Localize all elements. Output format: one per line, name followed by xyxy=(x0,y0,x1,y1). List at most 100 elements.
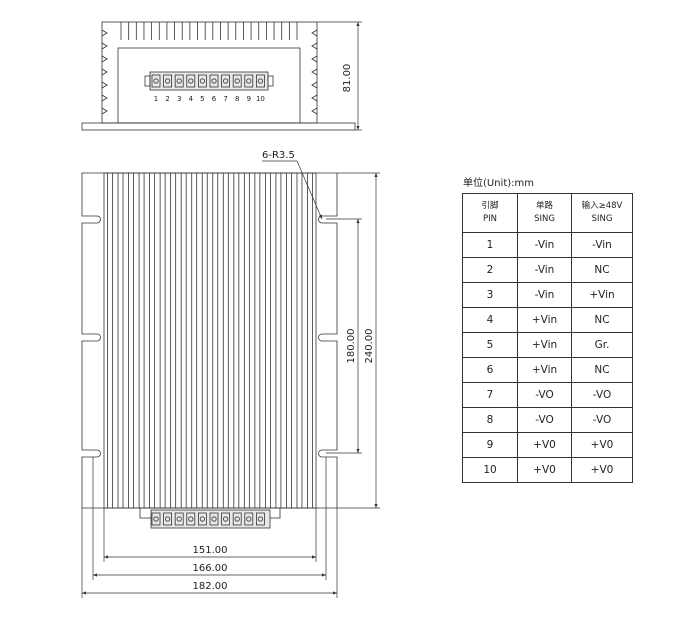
pin-single-cell: +V0 xyxy=(517,457,572,483)
header-input-48v-cn: 输入≥48V xyxy=(581,201,623,211)
side-notch-left xyxy=(101,55,108,63)
side-notch-right xyxy=(311,29,318,37)
header-pin: 引脚 PIN xyxy=(462,193,518,233)
top-connector-screw xyxy=(211,78,217,84)
dim-166-label: 166.00 xyxy=(193,563,228,574)
dim-166 xyxy=(92,457,327,580)
pin-single-cell: +Vin xyxy=(517,307,572,333)
pin-48v-cell: -Vin xyxy=(571,232,633,258)
bottom-connector xyxy=(150,509,271,529)
top-connector-pin xyxy=(244,74,254,88)
top-connector-screw xyxy=(234,78,240,84)
pin-number-cell: 10 xyxy=(462,457,518,483)
bottom-connector-pin xyxy=(163,512,173,526)
bottom-connector-screw xyxy=(165,516,171,522)
dim-81-label: 81.00 xyxy=(342,64,353,93)
bottom-connector-pin xyxy=(244,512,254,526)
pin-table-header: 引脚 PIN 单路 SING 输入≥48V SING xyxy=(462,193,633,233)
pin-table-row: 1-Vin-Vin xyxy=(462,232,633,258)
bottom-connector-pin xyxy=(197,512,207,526)
pin-single-cell: +V0 xyxy=(517,432,572,458)
pin-single-cell: -VO xyxy=(517,382,572,408)
pin-number-cell: 1 xyxy=(462,232,518,258)
pin-number-cell: 2 xyxy=(462,257,518,283)
header-pin-cn: 引脚 xyxy=(481,201,499,211)
header-pin-en: PIN xyxy=(483,214,497,224)
pin-table-panel: 单位(Unit):mm 引脚 PIN 单路 SING 输入≥48V SING 1… xyxy=(462,174,633,483)
bottom-connector-screw xyxy=(153,516,159,522)
bottom-connector-pin xyxy=(255,512,265,526)
bottom-connector-pins xyxy=(151,512,265,526)
pin-table-row: 8-VO-VO xyxy=(462,407,633,433)
pin-48v-cell: Gr. xyxy=(571,332,633,358)
side-notch-right xyxy=(311,68,318,76)
pin-48v-cell: NC xyxy=(571,357,633,383)
header-single-en: SING xyxy=(534,214,555,224)
bottom-connector-pin xyxy=(174,512,184,526)
side-notch-left xyxy=(101,107,108,115)
top-connector-pin xyxy=(174,74,184,88)
pin-number-cell: 8 xyxy=(462,407,518,433)
top-connector-screw xyxy=(176,78,182,84)
top-connector-tab-left xyxy=(144,75,151,87)
unit-caption: 单位(Unit):mm xyxy=(463,178,535,189)
pin-single-cell: +Vin xyxy=(517,357,572,383)
side-notch-left xyxy=(101,68,108,76)
bottom-connector-screw xyxy=(211,516,217,522)
connector-pin-label: 1 xyxy=(154,95,158,103)
top-connector-pin xyxy=(221,74,231,88)
dim-180-label: 180.00 xyxy=(346,329,357,364)
top-connector-pin xyxy=(209,74,219,88)
header-single-cn: 单路 xyxy=(535,201,553,211)
pin-single-cell: +Vin xyxy=(517,332,572,358)
dim-182-label: 182.00 xyxy=(193,581,228,592)
top-connector-pin xyxy=(151,74,161,88)
front-view-fins xyxy=(107,173,313,508)
dim-151 xyxy=(103,508,317,562)
pin-table-row: 7-VO-VO xyxy=(462,382,633,408)
pin-48v-cell: NC xyxy=(571,307,633,333)
front-view-fin-area xyxy=(103,172,317,509)
top-connector-pin xyxy=(197,74,207,88)
connector-pin-label: 9 xyxy=(247,95,251,103)
connector-pin-label: 4 xyxy=(189,95,194,103)
connector-pin-label: 6 xyxy=(212,95,217,103)
bottom-connector-pin xyxy=(209,512,219,526)
top-connector-tab-right xyxy=(267,75,274,87)
connector-pin-label: 2 xyxy=(165,95,169,103)
top-connector-pin xyxy=(163,74,173,88)
top-connector-screw xyxy=(223,78,229,84)
bottom-connector-screw xyxy=(188,516,194,522)
top-connector-pins xyxy=(151,74,265,88)
side-notch-left xyxy=(101,42,108,50)
top-connector-screw xyxy=(199,78,205,84)
header-single: 单路 SING xyxy=(517,193,572,233)
pin-number-cell: 9 xyxy=(462,432,518,458)
pin-number-cell: 3 xyxy=(462,282,518,308)
pin-48v-cell: +V0 xyxy=(571,457,633,483)
top-connector-pin xyxy=(255,74,265,88)
bottom-connector-screw xyxy=(199,516,205,522)
bottom-connector-pin xyxy=(186,512,196,526)
top-connector-pin xyxy=(232,74,242,88)
pin-number-cell: 7 xyxy=(462,382,518,408)
top-view-flange xyxy=(81,122,356,131)
side-notch-left xyxy=(101,29,108,37)
dim-180 xyxy=(326,218,362,454)
pin-number-cell: 6 xyxy=(462,357,518,383)
bottom-connector-screw xyxy=(246,516,252,522)
side-notch-right xyxy=(311,107,318,115)
connector-pin-label: 7 xyxy=(223,95,227,103)
bottom-connector-screw xyxy=(223,516,229,522)
top-view xyxy=(81,21,356,131)
bottom-connector-pin xyxy=(151,512,161,526)
side-notch-right xyxy=(311,42,318,50)
connector-pin-label: 10 xyxy=(256,95,265,103)
side-notch-right xyxy=(311,55,318,63)
header-input-48v: 输入≥48V SING xyxy=(571,193,633,233)
pin-48v-cell: NC xyxy=(571,257,633,283)
connector-pin-label: 8 xyxy=(235,95,239,103)
pin-48v-cell: -VO xyxy=(571,407,633,433)
